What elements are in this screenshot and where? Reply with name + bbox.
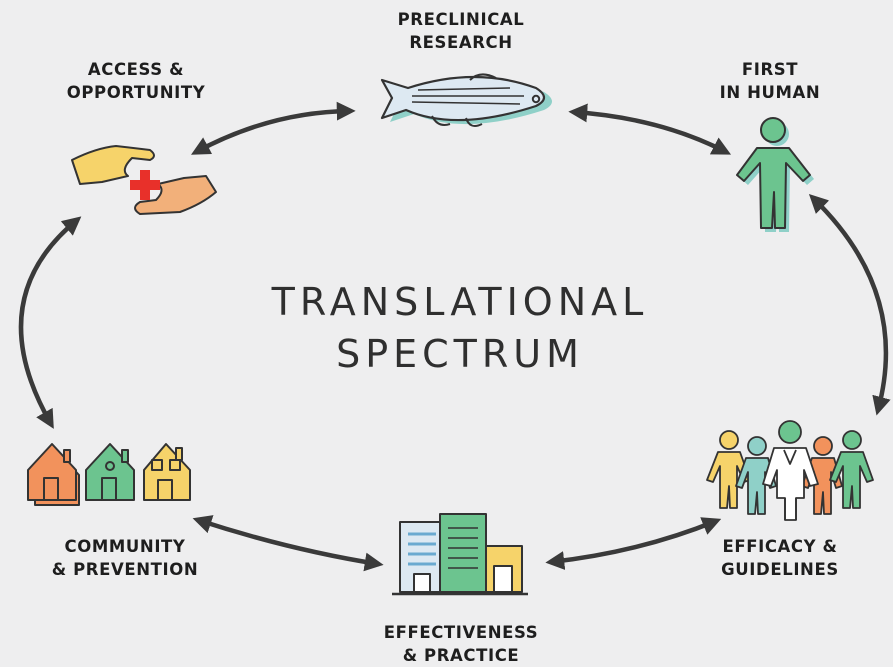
buildings-icon — [392, 513, 528, 596]
community-prevention-label: COMMUNITY & PREVENTION — [25, 535, 225, 581]
arrow-community-access — [18, 216, 82, 429]
diagram-title: TRANSLATIONAL SPECTRUM — [200, 276, 720, 380]
effectiveness-line2: & PRACTICE — [402, 646, 520, 665]
arrow-efficacy-effectiveness — [545, 517, 722, 570]
efficacy-guidelines-label: EFFICACY & GUIDELINES — [700, 535, 860, 581]
preclinical-research-label: PRECLINICAL RESEARCH — [361, 8, 561, 54]
hands-with-medical-cross-icon — [71, 145, 217, 215]
person-icon — [736, 117, 814, 232]
effectiveness-practice-label: EFFECTIVENESS & PRACTICE — [356, 621, 566, 667]
first-in-human-label: FIRST IN HUMAN — [690, 58, 850, 104]
arrow-preclinical-first-in-human — [568, 103, 732, 155]
arrow-effectiveness-community — [192, 515, 384, 572]
access-line1: ACCESS & — [87, 60, 185, 79]
access-opportunity-label: ACCESS & OPPORTUNITY — [36, 58, 236, 104]
effectiveness-line1: EFFECTIVENESS — [383, 623, 539, 642]
first-in-human-line2: IN HUMAN — [719, 83, 821, 102]
efficacy-line2: GUIDELINES — [721, 560, 839, 579]
fish-icon — [380, 73, 552, 127]
preclinical-line1: PRECLINICAL — [397, 10, 525, 29]
arrow-first-in-human-efficacy — [808, 194, 891, 416]
first-in-human-line1: FIRST — [741, 60, 799, 79]
group-of-people-icon — [706, 420, 874, 521]
houses-icon — [27, 443, 191, 506]
efficacy-line1: EFFICACY & — [722, 537, 838, 556]
community-line2: & PREVENTION — [51, 560, 199, 579]
title-line1: TRANSLATIONAL — [271, 280, 649, 324]
preclinical-line2: RESEARCH — [409, 33, 513, 52]
access-line2: OPPORTUNITY — [66, 83, 206, 102]
community-line1: COMMUNITY — [64, 537, 186, 556]
title-line2: SPECTRUM — [336, 332, 584, 376]
arrow-access-preclinical — [191, 101, 356, 155]
